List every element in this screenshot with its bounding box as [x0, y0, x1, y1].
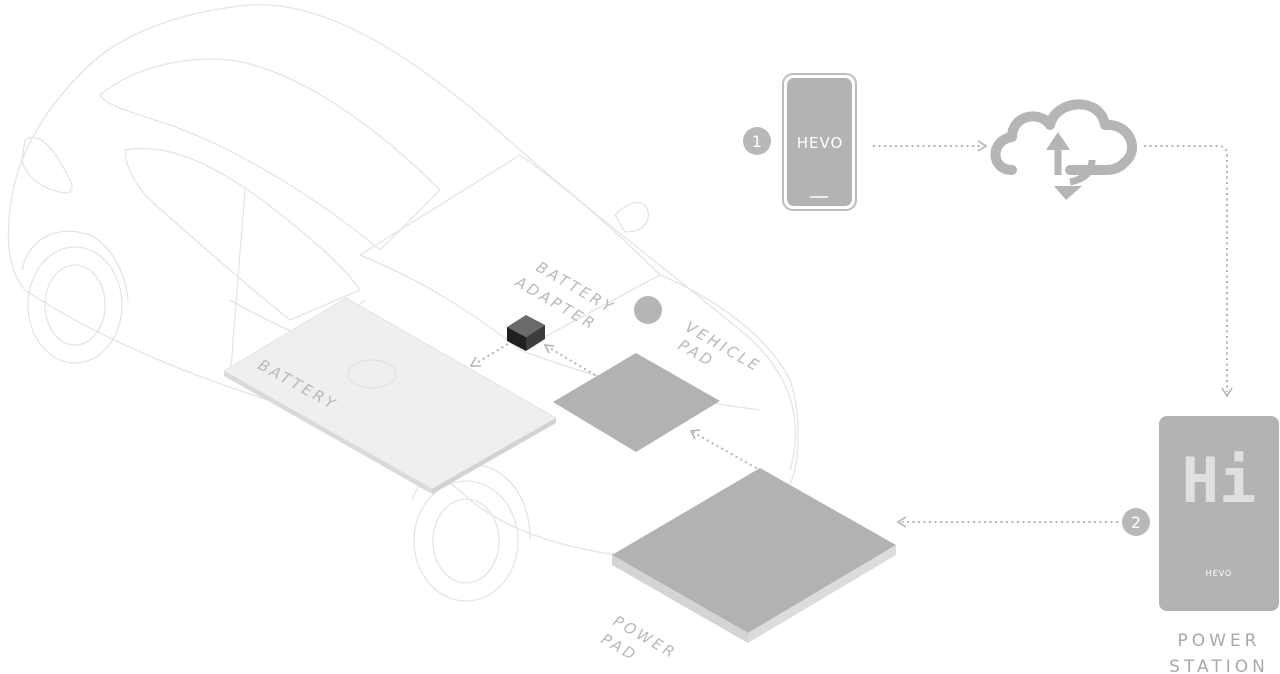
- arrow-vehicle-pad-to-adapter: [547, 346, 601, 379]
- arrow-power-pad-to-vehicle-pad: [692, 431, 757, 540]
- connector-dot: [634, 296, 662, 324]
- station-logo: HEVO: [1206, 569, 1233, 578]
- arrow-phone-to-cloud-head: [977, 140, 988, 152]
- power-station: [1159, 416, 1279, 611]
- arrow-adapter-to-battery: [474, 343, 509, 365]
- vehicle-pad: [553, 353, 720, 452]
- vehicle-pad-label: VEHICLE PAD: [675, 318, 764, 376]
- arrow-power-pad-to-vehicle-pad-head: [689, 429, 701, 440]
- car-outline: [7, 4, 799, 602]
- power-station-label-line2: STATION: [1169, 657, 1269, 674]
- step-badge-1-number: 1: [752, 132, 762, 151]
- smartphone-icon: [782, 73, 857, 211]
- arrow-vehicle-pad-to-adapter-head: [543, 344, 555, 354]
- arrow-station-to-power-pad-head: [896, 516, 907, 528]
- flow-arrows: [469, 140, 1233, 540]
- battery: [223, 297, 558, 494]
- step-badge-2-number: 2: [1131, 513, 1141, 532]
- power-pad-label: POWER PAD: [598, 612, 680, 665]
- cloud-sync-icon: [990, 99, 1138, 200]
- phone-logo: HEVO: [797, 134, 844, 152]
- arrow-cloud-to-station: [1144, 145, 1228, 392]
- arrow-cloud-to-station-head: [1221, 387, 1233, 398]
- cube-icon: [507, 315, 545, 351]
- arrow-adapter-to-battery-head: [469, 356, 481, 367]
- step-badge-1: 1: [743, 127, 771, 155]
- power-station-label-line1: POWER: [1178, 631, 1261, 651]
- station-screen-text: Hi: [1182, 444, 1257, 517]
- power-pad: [612, 468, 896, 643]
- step-badge-2: 2: [1122, 508, 1150, 536]
